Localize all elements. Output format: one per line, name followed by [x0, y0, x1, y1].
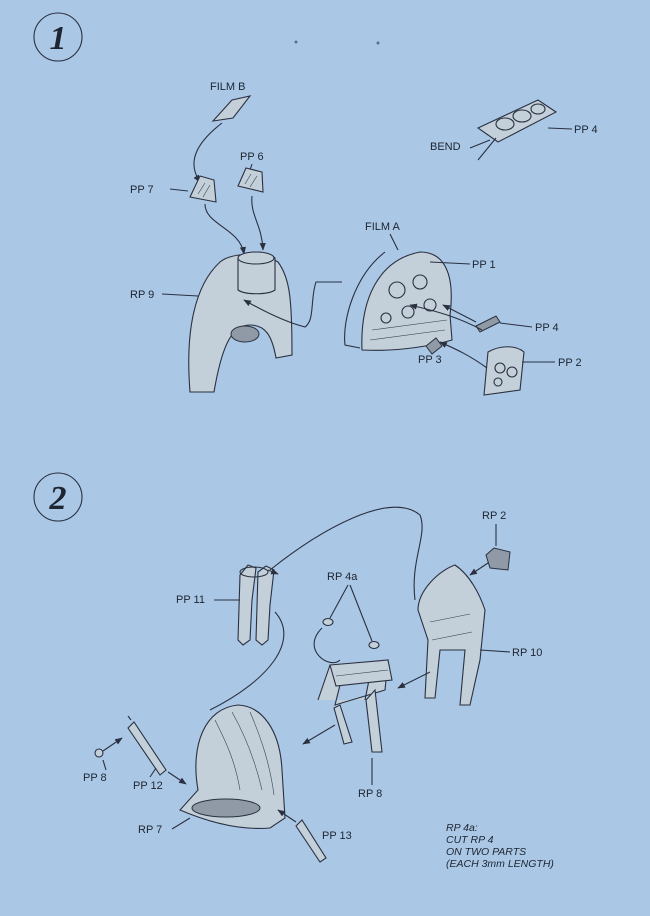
note-line-1: CUT RP 4: [446, 834, 494, 846]
note-title: RP 4a:: [446, 822, 478, 834]
step-1-badge: 1: [33, 12, 83, 62]
label-rp9: RP 9: [130, 289, 154, 301]
label-film-b: FILM B: [210, 81, 245, 93]
label-rp10: RP 10: [512, 647, 542, 659]
rp9-part: [188, 251, 293, 393]
label-pp6: PP 6: [240, 151, 264, 163]
rp4a-parts: [322, 617, 380, 650]
label-bend: BEND: [430, 141, 461, 153]
label-pp8: PP 8: [83, 772, 107, 784]
step-2-number: 2: [49, 480, 67, 517]
rp7-seat: [179, 704, 286, 829]
label-pp7: PP 7: [130, 184, 154, 196]
pp12-part: [127, 715, 167, 776]
film-b-part: [211, 95, 252, 122]
rp10-part: [417, 564, 486, 706]
pp8-part: [94, 737, 123, 758]
pp11-harness: [237, 564, 275, 646]
label-pp4: PP 4: [535, 322, 559, 334]
rp4a-note: RP 4a: CUT RP 4 ON TWO PARTS (EACH 3mm L…: [446, 822, 554, 870]
label-pp4-top: PP 4: [574, 124, 598, 136]
step-2-badge: 2: [33, 472, 83, 522]
label-rp8: RP 8: [358, 788, 382, 800]
pp4-small-part: [475, 315, 501, 333]
pp6-part: [237, 167, 264, 193]
label-pp1: PP 1: [472, 259, 496, 271]
label-rp4a: RP 4a: [327, 571, 358, 583]
pp4-photoetch-fret: [476, 99, 558, 161]
pp7-part: [189, 175, 217, 203]
film-a-part: [344, 251, 386, 349]
note-line-2: ON TWO PARTS: [446, 846, 527, 858]
label-pp3: PP 3: [418, 354, 442, 366]
pp1-instrument-panel: [361, 251, 453, 351]
label-pp12: PP 12: [133, 780, 163, 792]
label-film-a: FILM A: [365, 221, 401, 233]
rp8-part: [317, 659, 393, 753]
label-pp2: PP 2: [558, 357, 582, 369]
pp2-part: [483, 346, 525, 396]
label-pp13: PP 13: [322, 830, 352, 842]
label-rp2: RP 2: [482, 510, 506, 522]
label-rp7: RP 7: [138, 824, 162, 836]
note-line-3: (EACH 3mm LENGTH): [446, 858, 554, 870]
pp13-part: [295, 819, 327, 863]
rp2-part: [485, 547, 511, 571]
step-1-number: 1: [50, 20, 67, 57]
label-pp11: PP 11: [176, 594, 205, 606]
